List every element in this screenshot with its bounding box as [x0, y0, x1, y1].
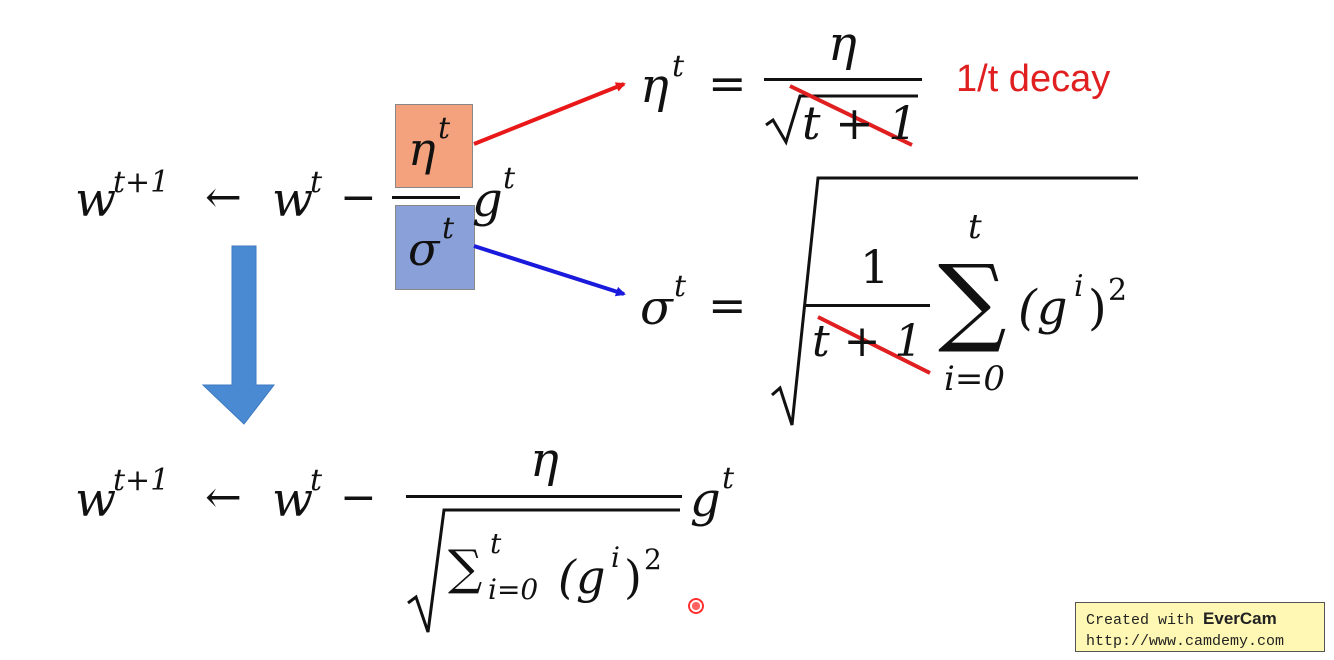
bottom-rule-fraction-bar [406, 495, 682, 498]
bottom-rule-w-sup: t [310, 463, 323, 498]
sigma-def-term: (g [1018, 280, 1068, 336]
bottom-rule-arrow: ← [205, 472, 242, 523]
bottom-rule-g: g [690, 472, 721, 528]
bottom-rule-den-sum: ∑ [448, 540, 483, 596]
top-rule-w-lhs: w [75, 172, 117, 228]
top-rule-g: g [472, 172, 503, 228]
sigma-t-symbol: σ [408, 222, 440, 276]
eta-def-denominator: t + 1 [802, 96, 918, 150]
sigma-highlight-box [395, 205, 475, 290]
sigma-def-term-pow: 2 [1108, 273, 1128, 308]
sigma-def-fraction-bar [806, 304, 930, 307]
eta-def-lhs: η [640, 58, 669, 114]
top-rule-fraction-bar [392, 196, 460, 199]
eta-def-lhs-sup: t [672, 49, 685, 84]
watermark-line1: Created with EverCam [1086, 609, 1277, 629]
sigma-def-term-sup: i [1074, 269, 1084, 304]
eta-t-symbol: η [408, 122, 436, 176]
top-rule-arrow: ← [205, 172, 242, 223]
eta-def-numerator: η [828, 16, 857, 72]
eta-highlight-box [395, 104, 473, 188]
eta-strike-icon [789, 84, 913, 147]
eta-def-equals: = [708, 56, 747, 110]
sigma-radical-icon [771, 176, 1138, 426]
bottom-rule-den-sum-bottom: i=0 [488, 573, 539, 606]
eta-radical-icon [765, 94, 918, 146]
bottom-radical-icon [407, 508, 680, 633]
top-rule-w-lhs-sup: t+1 [113, 165, 170, 200]
bottom-rule-minus: − [340, 472, 377, 523]
bottom-rule-numerator: η [530, 432, 559, 488]
sigma-def-sum-bottom: i=0 [944, 359, 1005, 399]
bottom-rule-den-term-close: ) [624, 550, 642, 604]
sigma-def-term-close: ) [1088, 280, 1107, 336]
sigma-def-sum-top: t [968, 207, 982, 247]
sigma-strike-icon [817, 315, 931, 375]
bottom-rule-w-lhs: w [75, 472, 117, 528]
evercam-watermark[interactable]: Created with EverCam http://www.camdemy.… [1075, 602, 1325, 652]
sigma-def-one: 1 [860, 240, 890, 294]
sigma-def-frac-denominator: t + 1 [812, 316, 923, 367]
bottom-rule-den-sum-top: t [490, 527, 502, 560]
down-arrow-icon [201, 245, 276, 425]
eta-def-fraction-bar [764, 78, 922, 81]
sigma-def-lhs: σ [640, 280, 673, 336]
bottom-rule-g-sup: t [722, 461, 735, 496]
top-rule-g-sup: t [503, 161, 516, 196]
top-rule-w: w [272, 172, 314, 228]
bottom-rule-w: w [272, 472, 314, 528]
bottom-rule-den-term-pow: 2 [644, 543, 662, 576]
bottom-rule-w-lhs-sup: t+1 [113, 463, 170, 498]
sigma-def-equals: = [708, 278, 747, 332]
blue-arrow-icon [473, 244, 626, 297]
sigma-t-symbol-sup: t [442, 211, 455, 246]
top-rule-minus: − [340, 172, 377, 223]
red-arrow-icon [473, 82, 626, 146]
cursor-indicator-icon [688, 598, 704, 614]
bottom-rule-den-term: (g [558, 550, 606, 604]
watermark-line2: http://www.camdemy.com [1086, 633, 1285, 650]
top-rule-w-sup: t [310, 165, 323, 200]
sigma-def-sum-symbol: ∑ [938, 244, 1007, 356]
decay-note: 1/t decay [956, 58, 1111, 100]
sigma-def-lhs-sup: t [674, 269, 687, 304]
bottom-rule-den-term-sup: i [611, 541, 620, 574]
eta-t-symbol-sup: t [438, 111, 451, 146]
